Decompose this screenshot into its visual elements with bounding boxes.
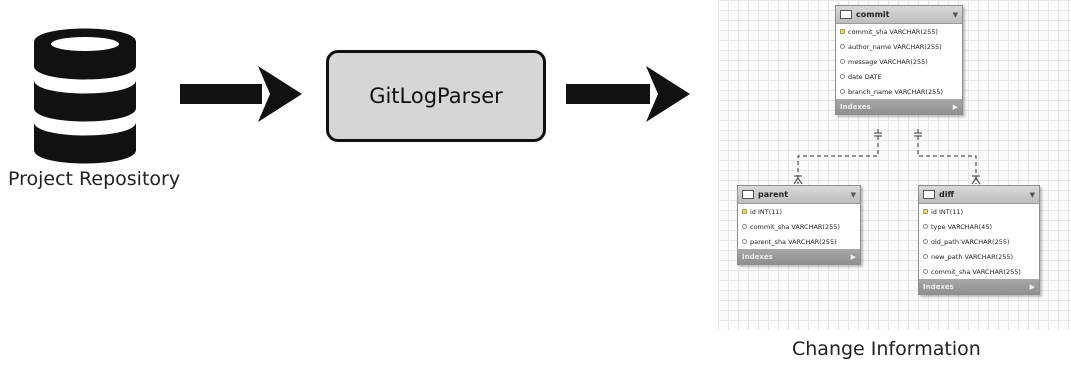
column-row: type VARCHAR(45) <box>919 219 1039 234</box>
column-icon <box>923 269 928 274</box>
source-caption: Project Repository <box>8 168 181 190</box>
column-icon <box>840 74 845 79</box>
result-caption: Change Information <box>792 338 981 360</box>
table-commit: commit ▼ commit_sha VARCHAR(255) author_… <box>835 5 963 115</box>
chevron-right-icon: ▶ <box>1029 282 1035 291</box>
column-icon <box>923 254 928 259</box>
chevron-right-icon: ▶ <box>850 252 856 261</box>
primary-key-icon <box>923 209 928 214</box>
table-name: parent <box>758 190 789 199</box>
parser-box: GitLogParser <box>326 50 546 142</box>
table-header: commit ▼ <box>836 6 962 24</box>
column-icon <box>923 224 928 229</box>
chevron-down-icon: ▼ <box>952 10 958 19</box>
column-row: branch_name VARCHAR(255) <box>836 84 962 99</box>
chevron-down-icon: ▼ <box>1029 190 1035 199</box>
arrow-right-icon <box>566 66 690 122</box>
column-row: id INT(11) <box>919 204 1039 219</box>
primary-key-icon <box>742 209 747 214</box>
column-icon <box>840 89 845 94</box>
table-name: commit <box>856 10 890 19</box>
relationship-lines <box>793 129 981 185</box>
column-row: id INT(11) <box>738 204 860 219</box>
table-diff: diff ▼ id INT(11) type VARCHAR(45) old_p… <box>918 185 1040 295</box>
chevron-right-icon: ▶ <box>952 102 958 111</box>
column-row: commit_sha VARCHAR(255) <box>919 264 1039 279</box>
column-row: parent_sha VARCHAR(255) <box>738 234 860 249</box>
column-icon <box>840 44 845 49</box>
table-footer: Indexes ▶ <box>836 99 962 114</box>
column-icon <box>923 239 928 244</box>
arrow-right-icon <box>180 66 302 122</box>
parser-label: GitLogParser <box>369 84 503 108</box>
column-row: old_path VARCHAR(255) <box>919 234 1039 249</box>
table-icon <box>840 10 852 19</box>
column-icon <box>742 224 747 229</box>
column-row: commit_sha VARCHAR(255) <box>836 24 962 39</box>
table-footer: Indexes ▶ <box>919 279 1039 294</box>
table-header: diff ▼ <box>919 186 1039 204</box>
table-icon <box>923 190 935 199</box>
table-icon <box>742 190 754 199</box>
column-row: date DATE <box>836 69 962 84</box>
column-icon <box>742 239 747 244</box>
column-row: message VARCHAR(255) <box>836 54 962 69</box>
column-row: new_path VARCHAR(255) <box>919 249 1039 264</box>
chevron-down-icon: ▼ <box>850 190 856 199</box>
column-row: author_name VARCHAR(255) <box>836 39 962 54</box>
primary-key-icon <box>840 29 845 34</box>
table-header: parent ▼ <box>738 186 860 204</box>
table-footer: Indexes ▶ <box>738 249 860 264</box>
table-parent: parent ▼ id INT(11) commit_sha VARCHAR(2… <box>737 185 861 265</box>
column-row: commit_sha VARCHAR(255) <box>738 219 860 234</box>
table-name: diff <box>939 190 954 199</box>
database-icon <box>34 28 136 164</box>
column-icon <box>840 59 845 64</box>
